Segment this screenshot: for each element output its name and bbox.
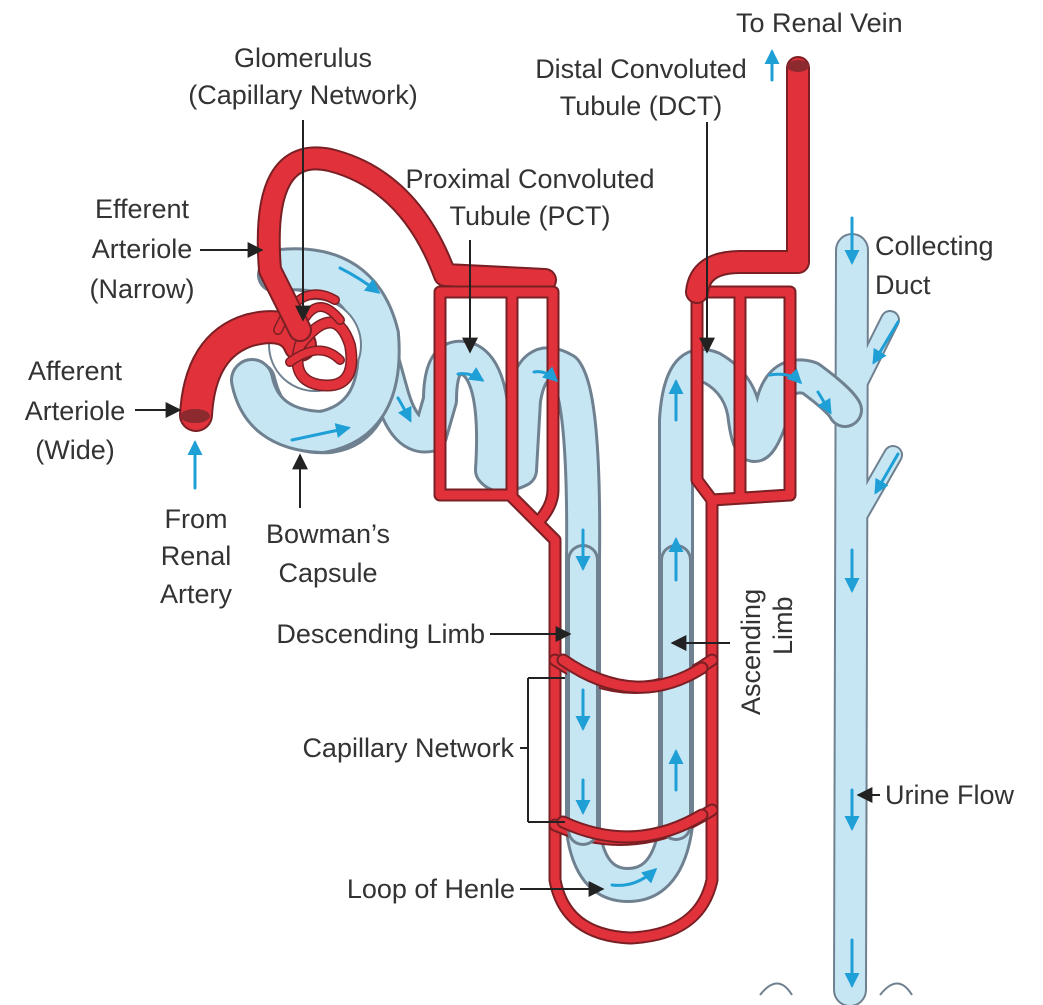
label-loop-of-henle: Loop of Henle (347, 874, 515, 904)
svg-text:Descending Limb: Descending Limb (276, 619, 485, 649)
label-dct: Distal Convoluted Tubule (DCT) (535, 54, 747, 121)
svg-text:Loop of Henle: Loop of Henle (347, 874, 515, 904)
svg-text:Tubule (PCT): Tubule (PCT) (449, 201, 610, 231)
svg-text:Urine Flow: Urine Flow (885, 780, 1015, 810)
svg-text:(Narrow): (Narrow) (90, 274, 195, 304)
svg-text:Distal Convoluted: Distal Convoluted (535, 54, 747, 84)
svg-text:Arteriole: Arteriole (92, 234, 193, 264)
label-ascending-limb: Ascending Limb (736, 589, 798, 715)
label-afferent-arteriole: Afferent Arteriole (Wide) (25, 356, 126, 465)
label-efferent-arteriole: Efferent Arteriole (Narrow) (90, 194, 195, 304)
svg-text:Bowman’s: Bowman’s (266, 519, 390, 549)
label-to-renal-vein: To Renal Vein (736, 8, 903, 38)
svg-text:To Renal Vein: To Renal Vein (736, 8, 903, 38)
label-glomerulus: Glomerulus (Capillary Network) (188, 43, 418, 110)
label-pct: Proximal Convoluted Tubule (PCT) (405, 164, 654, 231)
svg-text:Limb: Limb (768, 596, 798, 655)
label-descending-limb: Descending Limb (276, 619, 485, 649)
svg-text:Arteriole: Arteriole (25, 396, 126, 426)
label-capillary-network: Capillary Network (302, 733, 514, 763)
svg-text:(Wide): (Wide) (35, 435, 115, 465)
svg-text:Duct: Duct (875, 270, 931, 300)
svg-text:Capsule: Capsule (278, 558, 377, 588)
svg-text:Tubule (DCT): Tubule (DCT) (560, 91, 723, 121)
label-collecting-duct: Collecting Duct (875, 231, 994, 300)
svg-text:Proximal Convoluted: Proximal Convoluted (405, 164, 654, 194)
svg-text:Efferent: Efferent (95, 194, 190, 224)
svg-text:(Capillary Network): (Capillary Network) (188, 80, 418, 110)
svg-text:Glomerulus: Glomerulus (234, 43, 372, 73)
label-urine-flow: Urine Flow (885, 780, 1015, 810)
svg-text:From: From (165, 504, 228, 534)
label-bowmans-capsule: Bowman’s Capsule (266, 519, 390, 588)
svg-text:Capillary Network: Capillary Network (302, 733, 514, 763)
svg-text:Ascending: Ascending (736, 589, 766, 715)
svg-text:Artery: Artery (160, 579, 233, 609)
svg-text:Renal: Renal (161, 541, 232, 571)
label-from-renal-artery: From Renal Artery (160, 504, 233, 609)
svg-text:Afferent: Afferent (28, 356, 123, 386)
label-pointers (135, 120, 880, 889)
svg-text:Collecting: Collecting (875, 231, 994, 261)
